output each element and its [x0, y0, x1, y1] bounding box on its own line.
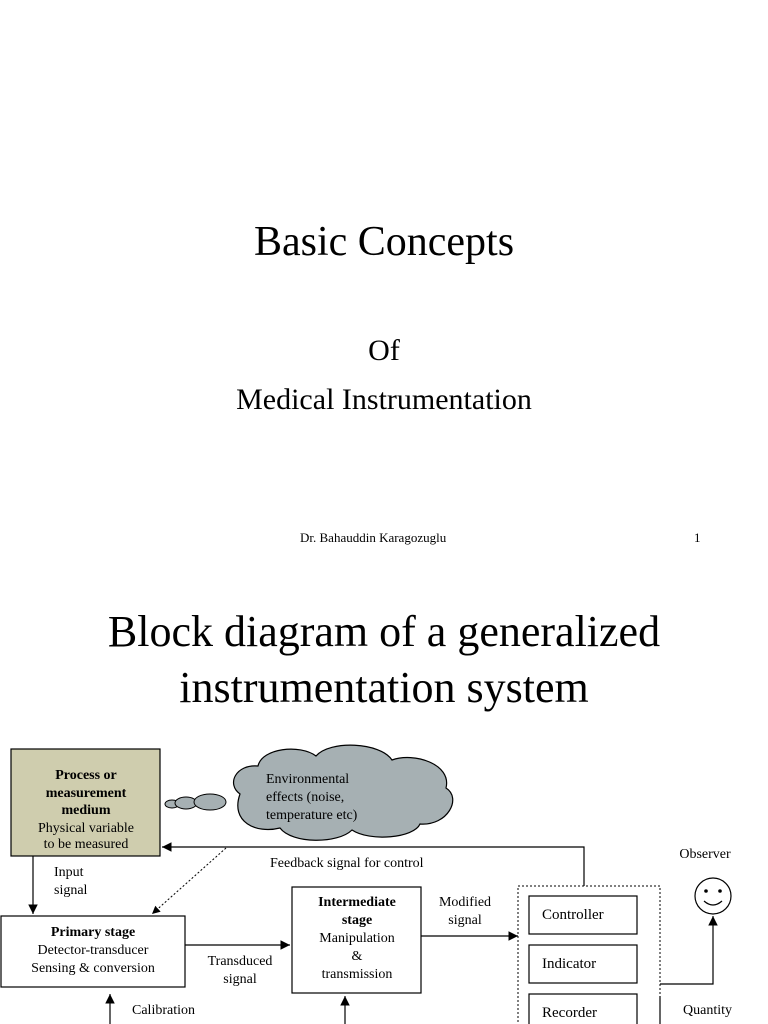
slide-divider	[0, 570, 768, 576]
transduced-line1: Transduced	[208, 954, 273, 969]
smiley-face-icon	[694, 877, 732, 915]
calibration-label: Calibration	[132, 1003, 195, 1018]
environment-cloud: Environmental effects (noise, temperatur…	[233, 744, 454, 841]
recorder-box	[528, 993, 638, 1024]
recorder-label: Recorder	[542, 1005, 597, 1021]
intermediate-stage-box: Intermediate stage Manipulation & transm…	[291, 886, 422, 994]
intermediate-stage-word: stage	[342, 913, 372, 928]
slide-subtitle: Medical Instrumentation	[236, 383, 532, 416]
indicator-label: Indicator	[542, 956, 596, 972]
process-box: Process or measurement medium Physical v…	[10, 748, 161, 857]
controller-box	[528, 895, 638, 935]
observer: Observer	[660, 847, 732, 985]
observer-label: Observer	[679, 847, 731, 862]
transduced-signal: Transduced signal	[185, 940, 290, 987]
cloud-line2: effects (noise,	[266, 790, 344, 805]
output-group: Controller Indicator Recorder	[517, 885, 661, 1024]
instrumentation-block-diagram: Process or measurement medium Physical v…	[0, 744, 732, 1024]
intermediate-line3: Manipulation	[319, 931, 394, 946]
primary-stage-title: Primary stage	[51, 925, 135, 940]
slide-title: Basic Concepts	[253, 219, 515, 265]
input-signal: Input signal	[28, 856, 88, 914]
modified-signal: Modified signal	[421, 895, 518, 941]
cloud-line3: temperature etc)	[266, 808, 358, 823]
primary-stage-line3: Sensing & conversion	[31, 961, 155, 976]
feedback-loop: Feedback signal for control	[162, 842, 585, 886]
input-signal-line2: signal	[54, 883, 88, 898]
environment-influence-line	[151, 847, 227, 915]
primary-stage-line2: Detector-transducer	[38, 943, 149, 958]
modified-line1: Modified	[439, 895, 491, 910]
intermediate-title: Intermediate	[318, 895, 396, 910]
process-line1: Process or	[55, 768, 117, 783]
slide-title-line1: Block diagram of a generalized	[107, 607, 661, 656]
primary-stage-box: Primary stage Detector-transducer Sensin…	[0, 915, 186, 988]
cloud-line1: Environmental	[266, 772, 349, 787]
intermediate-line4: &	[352, 949, 363, 964]
thought-bubbles	[164, 793, 227, 811]
process-line5: to be measured	[44, 837, 129, 852]
modified-line2: signal	[448, 913, 482, 928]
feedback-label: Feedback signal for control	[270, 856, 424, 871]
indicator-box	[528, 944, 638, 984]
process-line4: Physical variable	[38, 821, 134, 836]
slide-title-line2: instrumentation system	[179, 663, 589, 712]
footer-author: Dr. Bahauddin Karagozuglu	[300, 530, 447, 545]
footer-page-number: 1	[694, 530, 701, 545]
process-line3: medium	[62, 803, 111, 818]
process-line2: measurement	[46, 786, 127, 801]
slide-subtitle-of: Of	[368, 334, 400, 367]
observer-arrow	[660, 916, 718, 985]
title-slide: Basic Concepts Of Medical Instrumentatio…	[236, 219, 701, 545]
transduced-line2: signal	[223, 972, 257, 987]
input-signal-line1: Input	[54, 865, 84, 880]
block-diagram-slide: Block diagram of a generalized instrumen…	[0, 576, 768, 1024]
controller-label: Controller	[542, 907, 604, 923]
quantity-label: Quantity	[683, 1003, 732, 1018]
intermediate-line5: transmission	[322, 967, 393, 982]
